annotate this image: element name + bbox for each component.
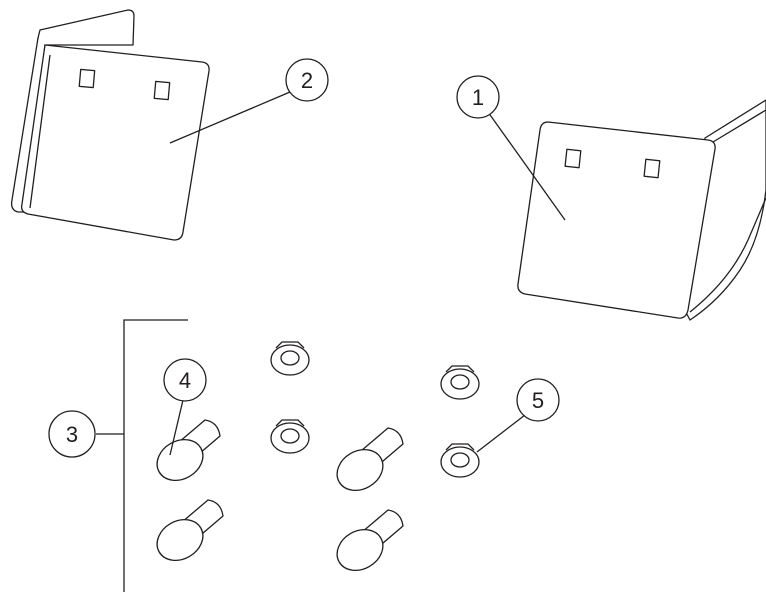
leader-4 — [169, 399, 184, 456]
carriage-bolt — [156, 419, 221, 482]
carriage-bolt — [156, 499, 224, 562]
leader-1 — [487, 111, 566, 221]
leader-lines — [169, 91, 566, 456]
carriage-bolt — [336, 427, 404, 492]
bracket-left — [10, 9, 210, 241]
callout-2: 2 — [285, 58, 329, 102]
bracket-right — [517, 99, 766, 321]
leader-5 — [476, 414, 526, 453]
callout-4: 4 — [163, 358, 207, 402]
flange-nut — [440, 443, 480, 478]
callout-3: 3 — [48, 410, 96, 458]
flange-nut — [270, 341, 310, 376]
callout-5: 5 — [516, 378, 560, 422]
flange-nut — [440, 365, 480, 400]
leader-2 — [169, 91, 291, 144]
callout-1: 1 — [456, 75, 500, 119]
flange-nut — [270, 419, 310, 454]
carriage-bolt — [336, 509, 404, 572]
callout-label: 1 — [472, 85, 484, 110]
callout-label: 4 — [179, 368, 191, 393]
hardware-kit-bracket — [96, 319, 188, 592]
callout-label: 5 — [532, 388, 544, 413]
callout-label: 3 — [66, 422, 78, 447]
callout-label: 2 — [301, 68, 313, 93]
